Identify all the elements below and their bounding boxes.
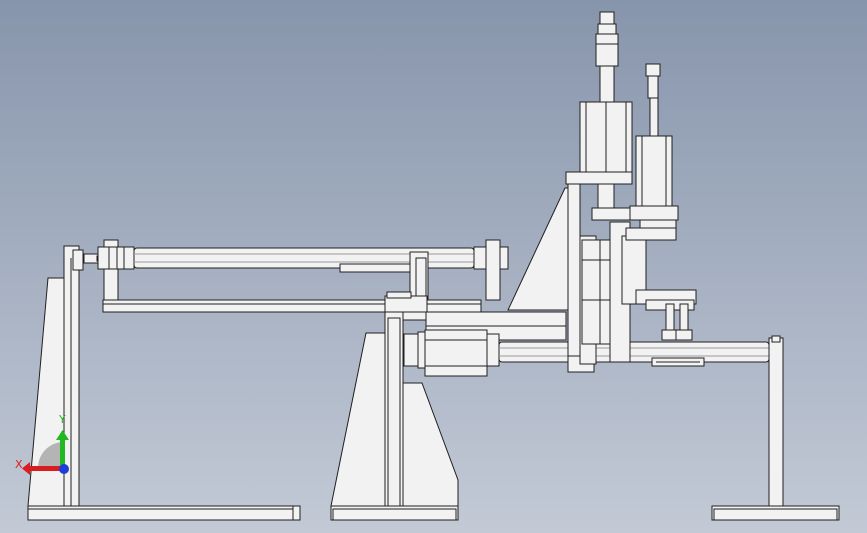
cylinder-frame [507,181,697,373]
lower-shaft-assembly [403,311,770,377]
orientation-triad: X Y [15,413,69,475]
x-axis-label: X [15,458,23,471]
right-stand [711,335,840,521]
middle-stand [330,291,459,521]
x-axis-arrow [30,466,64,471]
upper-shaft-assembly [97,239,509,313]
short-cylinder [625,63,693,341]
y-axis-label: Y [58,413,66,426]
tall-cylinder [565,11,633,221]
y-axis-arrow [60,440,65,470]
left-stand [27,245,301,521]
z-axis-dot [59,464,69,474]
y-axis-arrowhead [56,430,69,440]
x-axis-arrowhead [22,462,30,475]
